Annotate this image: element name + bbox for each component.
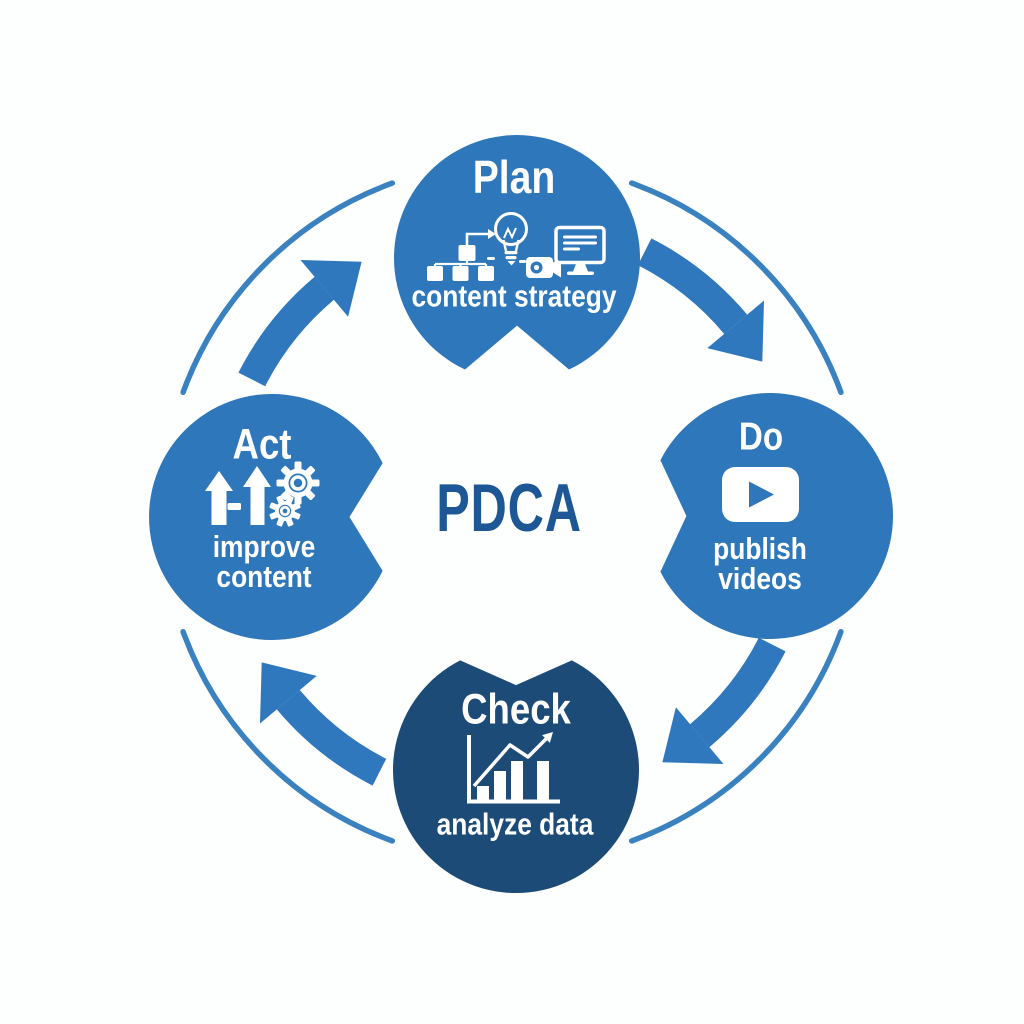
plan-icons (427, 212, 606, 281)
stage-subtitle-act: improve content (212, 529, 316, 594)
stage-title-check: Check (461, 685, 571, 734)
video-camera-icon (526, 257, 561, 278)
stage-circle-act (149, 393, 383, 640)
stage-title-do: Do (738, 415, 784, 459)
outer-ring-arc-1 (628, 628, 844, 844)
stage-subtitle-plan: content strategy (411, 278, 617, 314)
upgrade-arrows-icon (205, 466, 271, 525)
outer-ring-arc-3 (180, 180, 396, 396)
bar-chart-growth-icon (467, 732, 560, 804)
flow-arrow-2 (276, 689, 387, 786)
flow-arrow-0 (637, 238, 748, 335)
center-title: PDCA (436, 470, 582, 546)
stage-subtitle-check: analyze data (436, 806, 594, 842)
outer-ring-arc-0 (628, 180, 844, 396)
outer-ring-arc-2 (180, 628, 396, 844)
stage-title-act: Act (232, 420, 292, 469)
stage-subtitle-do: publish videos (713, 531, 807, 596)
lightbulb-icon (487, 212, 528, 266)
flow-arrowhead-2 (260, 662, 317, 724)
flow-arrowhead-3 (300, 260, 362, 317)
sitemap-icon (427, 229, 496, 281)
gears-icon (269, 461, 320, 527)
stage-title-plan: Plan (472, 151, 556, 203)
youtube-play-icon (722, 467, 799, 522)
flow-arrow-3 (238, 276, 335, 387)
flow-arrowhead-1 (662, 707, 724, 764)
flow-arrowhead-0 (707, 300, 764, 362)
flow-arrow-1 (689, 637, 786, 748)
act-icons (205, 461, 320, 527)
monitor-icon (554, 225, 606, 275)
